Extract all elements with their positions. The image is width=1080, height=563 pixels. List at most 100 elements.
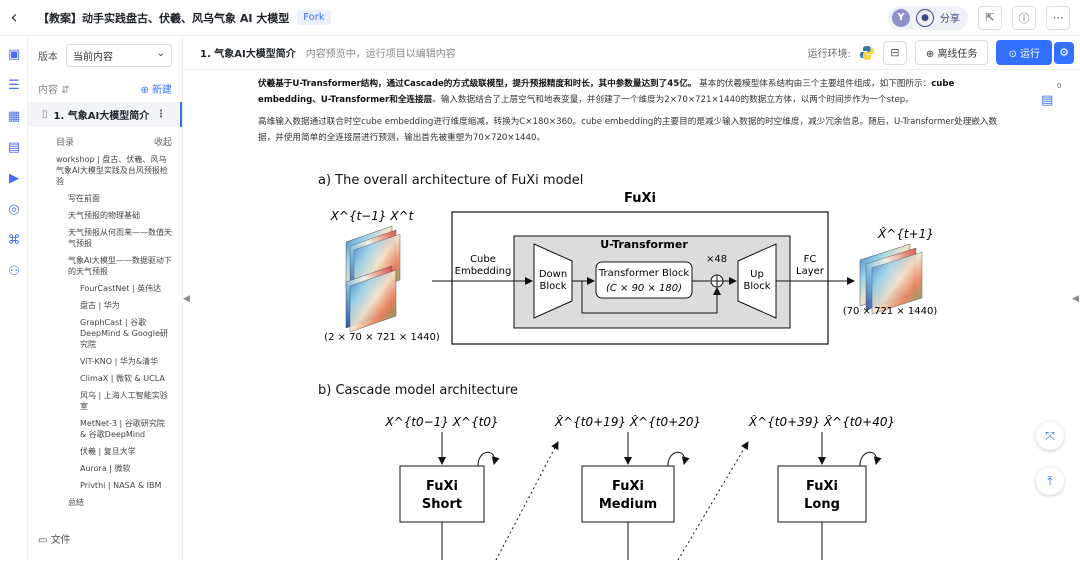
share-pill[interactable]: Y ● 分享 (888, 5, 968, 30)
toc-item[interactable]: Aurora | 微软 (80, 464, 131, 473)
arrow-up-icon: ⤒ (1047, 473, 1053, 488)
project-title: 【教案】动手实践盘古、伏羲、风乌气象 AI 大模型 (38, 11, 290, 25)
figure-a-title: a) The overall architecture of FuXi mode… (318, 173, 583, 188)
info-button[interactable]: ⓘ (1012, 5, 1036, 30)
version-select[interactable]: 当前内容 ⌄ (66, 44, 172, 67)
para1-bold-2: cube embedding、U-Transformer和全连接层 (258, 79, 955, 105)
more-icon: ⋯ (1052, 11, 1064, 24)
sidebar: 版本 当前内容 ⌄ 内容 ⇵ ⊕ 新建 ▯ 1. 气象AI大模型简介 ⋮ 目录 … (28, 36, 183, 560)
doc-item-active[interactable]: ▯ 1. 气象AI大模型简介 ⋮ (28, 102, 182, 127)
input-heatmap (345, 225, 401, 333)
offline-task-button[interactable]: ⊕ 离线任务 (914, 40, 989, 65)
cube-embedding-label-2: Embedding (455, 266, 512, 277)
fuxi-long-label-2: Long (804, 497, 840, 512)
version-label: 版本 (38, 52, 58, 63)
comment-icon[interactable]: ▤ (1041, 93, 1054, 108)
toc-item[interactable]: 气象AI大模型——数据驱动下的天气预报 (68, 256, 172, 276)
toc-item[interactable]: GraphCast | 谷歌DeepMind & Google研究院 (80, 318, 168, 349)
run-settings-button[interactable]: ⚙ (1054, 41, 1074, 64)
transformer-block (595, 261, 693, 299)
chevron-down-icon: ⌄ (156, 48, 165, 59)
more-button[interactable]: ⋯ (1046, 5, 1070, 30)
toc-label: 目录 (56, 138, 75, 148)
fuxi-architecture-figure: a) The overall architecture of FuXi mode… (300, 164, 1020, 561)
right-panel-handle[interactable]: ◀ (1072, 294, 1079, 304)
cascade-arrow-1 (495, 441, 559, 561)
back-button[interactable]: ‹ (0, 0, 28, 36)
new-label: 新建 (152, 85, 172, 96)
toc-item[interactable]: 风乌 | 上海人工智能实验室 (80, 391, 168, 411)
toc-item[interactable]: ViT-KNO | 华为&清华 (80, 357, 159, 366)
version-value: 当前内容 (73, 52, 113, 63)
document-icon: ▯ (42, 109, 48, 120)
top-bar: ‹ 【教案】动手实践盘古、伏羲、风乌气象 AI 大模型 Fork Y ● 分享 … (0, 0, 1080, 36)
sort-icon[interactable]: ⇵ (61, 85, 70, 96)
fc-layer-label-1: FC (804, 254, 817, 265)
toc-collapse-button[interactable]: 收起 (153, 138, 172, 148)
back-to-top-button[interactable]: ⤒ (1036, 467, 1064, 495)
preview-hint: 内容预览中，运行项目以编辑内容 (305, 49, 456, 60)
comment-count: 0 (1057, 82, 1062, 90)
network-icon[interactable]: ⚇ (8, 264, 20, 279)
up-block (737, 243, 777, 319)
toc-item[interactable]: 写在前面 (68, 194, 100, 203)
fullscreen-button[interactable]: ⤧ (1036, 422, 1064, 450)
folder-icon: ▭ (38, 535, 48, 546)
run-button[interactable]: ⊙ 运行 (996, 40, 1052, 65)
long-loop (859, 451, 882, 467)
cascade-input-1: X^{t0−1} X^{t0} (384, 415, 498, 429)
python-icon[interactable] (859, 45, 875, 61)
u-transformer-label: U-Transformer (600, 238, 688, 251)
main-header: 1. 气象AI大模型简介 内容预览中，运行项目以编辑内容 运行环境: ⊟ ⊕ 离… (184, 36, 1080, 70)
offline-task-label: 离线任务 (937, 49, 978, 60)
short-loop (477, 451, 500, 467)
medium-loop (667, 451, 690, 467)
icon-rail: ▣ ☰ ▦ ▤ ▶ ◎ ⌘ ⚇ (0, 36, 28, 560)
fork-badge[interactable]: Fork (297, 10, 331, 25)
chip-icon[interactable]: ▦ (7, 109, 21, 124)
new-button[interactable]: ⊕ 新建 (140, 85, 172, 96)
files-section[interactable]: ▭ 文件 (38, 531, 71, 546)
para1-text-2: 。输入数据结合了上层空气和地表变量，并创建了一个维度为2×70×721×1440… (432, 95, 914, 105)
toc-item[interactable]: FourCastNet | 英伟达 (80, 284, 162, 293)
transformer-block-label: Transformer Block (598, 268, 689, 279)
page-title: 1. 气象AI大模型简介 (200, 49, 296, 60)
play-file-icon[interactable]: ▶ (9, 171, 19, 186)
cascade-arrow-2 (677, 441, 749, 561)
toc-item[interactable]: Privthi | NASA & IBM (80, 481, 162, 490)
bookmark-button[interactable]: ⊟ (882, 40, 907, 65)
up-block-label-2: Block (743, 281, 770, 292)
figure-b-title: b) Cascade model architecture (318, 383, 518, 398)
external-link-icon: ⇱ (985, 11, 995, 24)
layout-icon[interactable]: ▣ (7, 47, 21, 62)
target-icon[interactable]: ◎ (8, 202, 20, 217)
share-button[interactable]: 分享 (940, 14, 960, 25)
para1-bold-1: 伏羲基于U-Transformer结构，通过Cascade的方式级联模型，提升预… (258, 79, 697, 89)
skip-connection (581, 281, 721, 314)
toc-item[interactable]: workshop | 盘古、伏羲、风乌气象AI大模型实践及台风预报检验 (56, 155, 168, 186)
input-label: X^{t−1} X^t (330, 209, 415, 223)
toc-item[interactable]: ClimaX | 微软 & UCLA (80, 374, 165, 383)
fc-layer-label-2: Layer (796, 266, 825, 277)
database-icon[interactable]: ☰ (8, 78, 20, 93)
toc-item[interactable]: 总结 (68, 498, 84, 507)
toc-item[interactable]: 盘古 | 华为 (80, 301, 120, 310)
kebab-menu-icon[interactable]: ⋮ (156, 109, 166, 120)
toc-item[interactable]: 天气预报从何而来——数值天气预报 (68, 228, 172, 248)
sidebar-collapse-handle[interactable]: ◀ (183, 294, 190, 304)
fuxi-medium-label-2: Medium (599, 497, 657, 512)
flow-icon[interactable]: ⌘ (7, 233, 21, 248)
gear-icon: ⚙ (1059, 46, 1069, 59)
toc-item[interactable]: 伏羲 | 复旦大学 (80, 447, 136, 456)
file-search-icon[interactable]: ▤ (7, 140, 21, 155)
figure-svg: a) The overall architecture of FuXi mode… (318, 173, 937, 561)
table-of-contents: workshop | 盘古、伏羲、风乌气象AI大模型实践及台风预报检验写在前面天… (28, 154, 182, 508)
output-heatmap (859, 243, 923, 315)
version-row: 版本 当前内容 ⌄ (28, 36, 182, 75)
fuxi-label: FuXi (624, 191, 656, 206)
toc-item[interactable]: 天气预报的物理基础 (68, 211, 140, 220)
toc-item[interactable]: MetNet-3 | 谷歌研究院 & 谷歌DeepMind (80, 419, 165, 439)
fuxi-short-box (399, 465, 485, 523)
avatar: Y (892, 8, 910, 27)
external-link-button[interactable]: ⇱ (978, 5, 1002, 30)
